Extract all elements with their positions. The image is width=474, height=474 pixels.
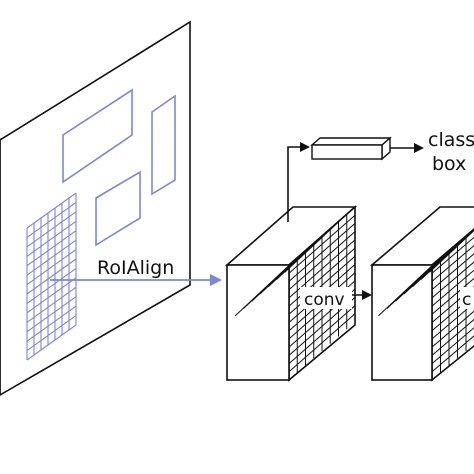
roi-grid: [26, 192, 77, 361]
box-label: box: [432, 153, 466, 175]
fc-box: [310, 136, 392, 161]
conv-label-2: c: [462, 290, 471, 310]
conv-block-2: [369, 206, 474, 382]
roialign-label: RoIAlign: [97, 257, 174, 279]
roi-box-right: [151, 94, 176, 196]
conv-label-bg: [300, 287, 352, 309]
roi-boxes: [62, 88, 176, 247]
conv-block-1: [224, 205, 358, 382]
conv-label-2-bg: [460, 287, 474, 309]
class-label: class: [428, 129, 474, 151]
roi-box-middle: [95, 170, 141, 247]
class-box-branch: [287, 142, 310, 222]
feature-map-plane: [0, 20, 191, 396]
conv-label-1: conv: [304, 290, 345, 310]
roi-box-top: [62, 88, 133, 184]
